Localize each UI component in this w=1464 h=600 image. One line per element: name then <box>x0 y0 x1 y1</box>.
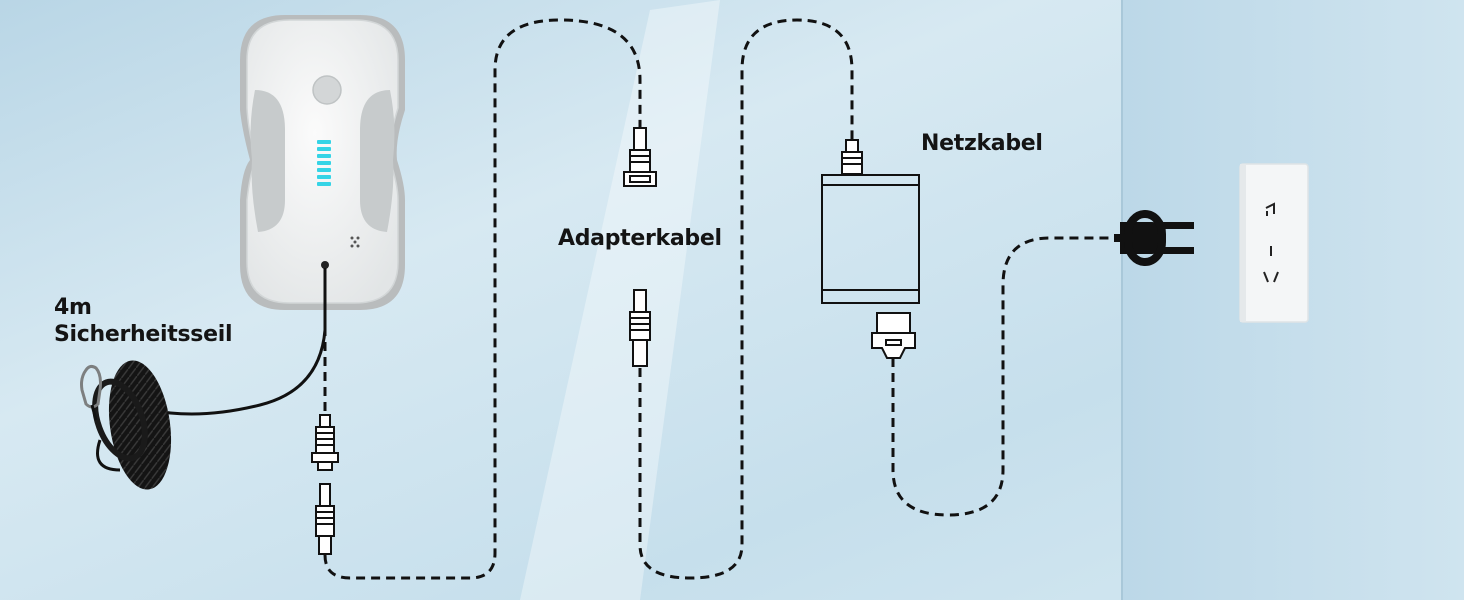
power-transformer <box>821 139 920 304</box>
connector-adapter-middle <box>629 289 651 367</box>
connector-adapter-bottom <box>315 483 335 555</box>
robot-side-panel-right <box>360 90 395 232</box>
robot-cable-port <box>321 261 329 269</box>
rope-length-text: 4m <box>54 295 92 320</box>
robot-speaker-icon <box>350 236 360 248</box>
power-cable-label: Netzkabel <box>921 131 1043 156</box>
cable-segment-adapter-loop-2 <box>638 18 854 580</box>
adapter-cable-label: Adapterkabel <box>558 226 722 251</box>
carabiner-icon <box>80 364 102 409</box>
cable-segment-adapter-loop-1 <box>323 18 642 580</box>
window-cleaning-robot <box>240 15 405 310</box>
wall-socket-icon <box>1239 163 1309 323</box>
connector-adapter-top <box>623 127 657 187</box>
robot-indicator-lights <box>317 140 331 186</box>
cable-segment-transformer-to-plug <box>891 236 1128 517</box>
connector-robot-end <box>311 414 339 471</box>
safety-rope <box>80 268 327 490</box>
robot-side-panel-left <box>250 90 285 232</box>
rope-tail <box>96 439 121 472</box>
mains-plug-icon <box>1114 210 1194 266</box>
carabiner-strap <box>90 404 98 421</box>
rope-name-text: Sicherheitsseil <box>54 322 233 347</box>
rope-line <box>149 268 327 416</box>
light-reflection <box>520 0 720 600</box>
rope-coil-loop <box>92 378 148 462</box>
robot-power-button <box>312 75 342 105</box>
transformer-output-plug <box>871 312 916 359</box>
safety-rope-label: 4m Sicherheitsseil <box>54 294 233 348</box>
